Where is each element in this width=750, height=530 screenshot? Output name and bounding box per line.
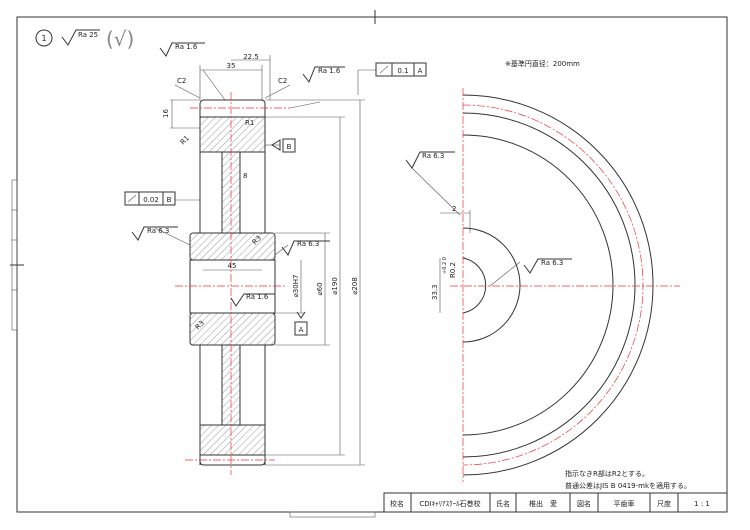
drawing-line [199, 99, 266, 118]
runout-datum: A [418, 67, 423, 75]
bracket-roughness-symbol: (√) [106, 27, 134, 51]
side-view: 2 R0.2 33.3 +0.2 0 Ra 6.3 Ra 6.3 [405, 88, 680, 482]
drawing-name: 平歯車 [614, 499, 635, 508]
drawing-line [289, 511, 376, 518]
drawing-line [289, 101, 321, 109]
parallel-value: 0.02 [143, 196, 159, 204]
drawing-line [281, 240, 330, 256]
general-roughness: Ra 25 [78, 31, 98, 39]
item-number: 1 [41, 34, 46, 43]
drawing-line [271, 139, 281, 151]
drawing-line [131, 226, 178, 241]
drawing-label: 図名 [577, 499, 591, 508]
drawing-line [302, 66, 345, 84]
drawing-line [154, 55, 365, 466]
dim-8: 8 [243, 172, 247, 180]
dim-outer: ⌀208 [351, 277, 359, 295]
roughness-top-left: Ra 1.6 [175, 43, 198, 51]
drawing-line [11, 179, 18, 331]
drawing-line [282, 138, 296, 153]
dim-inner: ⌀190 [331, 277, 339, 295]
roughness-symbol-icon [61, 29, 100, 46]
roughness-bore: Ra 1.6 [246, 293, 269, 301]
dim-r0-2: R0.2 [449, 262, 457, 278]
section-view: 22.5 35 C2 C2 16 R1 R1 8 R3 R3 45 ⌀30H7 … [124, 42, 427, 475]
drawing-line [199, 116, 266, 153]
drawing-line [189, 232, 276, 261]
runout-value: 0.1 [397, 67, 408, 75]
drawing-line [162, 191, 176, 206]
drawing-line [405, 151, 455, 169]
drawing-line [202, 69, 226, 101]
drawing-line [462, 112, 636, 458]
scale-label: 尺度 [657, 499, 671, 508]
dim-22-5: 22.5 [243, 53, 259, 61]
side-roughness-a: Ra 6.3 [422, 152, 444, 160]
note-fillet: 指示なきR部はR2とする。 [565, 469, 649, 478]
roughness-hub-left: Ra 6.3 [147, 227, 169, 235]
scale-value: 1 : 1 [694, 500, 710, 508]
title-block: 校名 CDIｷｬﾘｱｽｸｰﾙ石巻校 氏名 椎出 愛 図名 平歯車 尺度 1 : … [383, 492, 728, 513]
school-label: 校名 [390, 499, 404, 508]
drawing-line [127, 194, 137, 203]
author-name: 椎出 愛 [529, 499, 557, 508]
dim-bore: ⌀30H7 [292, 275, 300, 298]
name-label: 氏名 [496, 499, 510, 508]
drawing-line [154, 227, 191, 246]
dim-keyway: 33.3 [431, 284, 439, 300]
drawing-line [413, 62, 427, 77]
drawing-line [379, 65, 389, 74]
drawing-line [296, 311, 306, 319]
chamfer-left: C2 [177, 77, 186, 85]
datum-a: A [299, 326, 304, 334]
drawing-line [199, 454, 266, 466]
fillet-r1-b: R1 [179, 134, 191, 146]
drawing-line [462, 104, 644, 466]
roughness-hub-right: Ra 6.3 [297, 240, 319, 248]
drawing-line [230, 293, 275, 307]
drawing-line [221, 344, 241, 426]
side-roughness-b: Ra 6.3 [541, 259, 563, 267]
school-name: CDIｷｬﾘｱｽｸｰﾙ石巻校 [419, 499, 480, 508]
drawing-line [489, 261, 521, 287]
drawing-line [199, 424, 266, 456]
item-number-balloon [35, 29, 53, 47]
fillet-r1-a: R1 [245, 119, 254, 127]
roughness-top-right: Ra 1.6 [318, 67, 341, 75]
drawing-line [159, 42, 205, 57]
dim-hub: ⌀60 [316, 282, 324, 295]
drawing-line [462, 94, 654, 476]
dim-16: 16 [162, 109, 170, 118]
datum-b: B [287, 143, 292, 151]
drawing-line [462, 257, 487, 314]
drawing-frame [16, 16, 728, 513]
edge-ruler [11, 179, 376, 518]
dim-45: 45 [228, 262, 237, 270]
pitch-diameter-note: ※基準円直径：200mm [505, 59, 580, 68]
chamfer-right: C2 [278, 77, 287, 85]
drawing-line [411, 167, 461, 216]
drawing-line [523, 258, 572, 274]
drawing-line [264, 84, 291, 99]
dim-keyway-tol: +0.2 0 [442, 257, 448, 274]
parallel-datum: B [167, 196, 172, 204]
dim-35: 35 [227, 62, 236, 70]
drawing-line [274, 244, 289, 256]
drawing-line [383, 492, 728, 513]
drawing-line [174, 84, 201, 99]
item-header: 1 Ra 25 (√) [35, 27, 134, 51]
drawing-line [462, 227, 521, 343]
drawing-line [189, 312, 276, 346]
drawing-line [294, 321, 308, 336]
note-tolerance: 普通公差はJIS B 0419-mkを適用する。 [565, 481, 691, 490]
drawing-line [462, 134, 614, 436]
